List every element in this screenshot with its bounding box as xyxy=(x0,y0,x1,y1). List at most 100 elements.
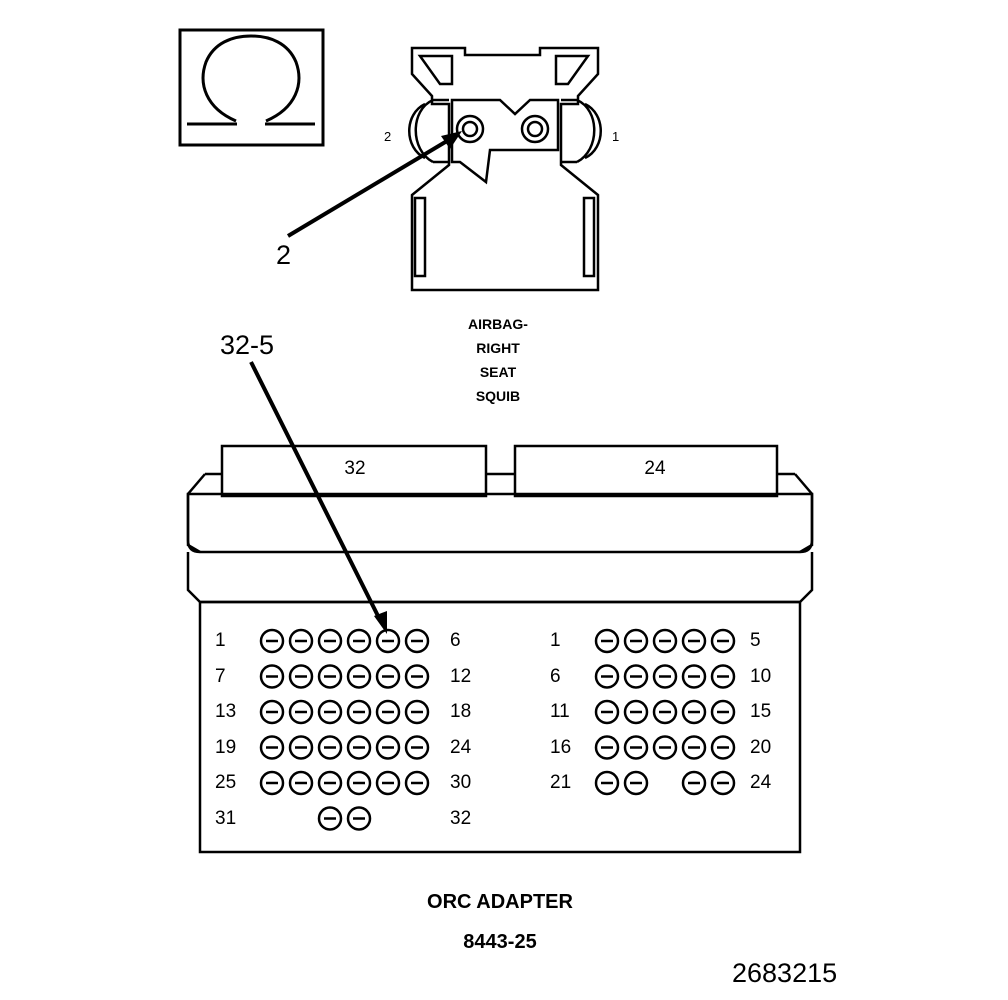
right-block-row-start-label: 6 xyxy=(550,665,561,687)
callout-label-32-5: 32-5 xyxy=(220,330,275,360)
left-block-row-start-label: 7 xyxy=(215,665,226,687)
right-block-row-end-label: 10 xyxy=(750,665,772,687)
left-block-row-start-label: 1 xyxy=(215,630,226,651)
squib-label-line-3: SEAT xyxy=(479,364,517,380)
right-block-pin xyxy=(681,664,707,689)
left-block-pin xyxy=(375,664,401,689)
orc-adapter-body xyxy=(186,444,814,854)
right-block-pin xyxy=(594,664,620,689)
left-block-pin xyxy=(375,699,401,725)
callout-32-5-leader xyxy=(249,361,387,634)
left-pin-block xyxy=(259,628,430,831)
squib-label-line-4: SQUIB xyxy=(475,388,521,404)
right-block-pin xyxy=(623,664,649,689)
left-tab-label: 32 xyxy=(344,458,366,479)
left-block-row-end-label: 6 xyxy=(450,630,461,651)
left-block-row-end-label: 12 xyxy=(450,665,472,687)
left-block-pin xyxy=(259,699,285,725)
right-block-pin xyxy=(594,770,620,796)
right-block-pin xyxy=(594,628,620,654)
right-block-pin xyxy=(623,699,649,725)
adapter-title: ORC ADAPTER xyxy=(427,891,573,913)
squib-label-line-1: AIRBAG- xyxy=(468,316,528,332)
left-block-pin xyxy=(346,664,372,689)
right-pin-block xyxy=(594,628,736,796)
squib-label-line-2: RIGHT xyxy=(476,340,520,356)
right-block-pin xyxy=(681,699,707,725)
squib-pin-1 xyxy=(520,114,550,144)
left-block-row-start-label: 25 xyxy=(215,772,237,793)
right-block-row-start-label: 16 xyxy=(550,736,572,758)
right-tab-label: 24 xyxy=(644,458,666,479)
left-block-pin xyxy=(288,699,314,725)
right-block-pin xyxy=(681,628,707,654)
left-block-pin xyxy=(288,735,314,760)
left-block-pin xyxy=(404,770,430,796)
left-block-pin xyxy=(404,664,430,689)
right-block-row-start-label: 11 xyxy=(550,701,570,722)
left-block-pin xyxy=(404,735,430,760)
left-block-pin xyxy=(346,699,372,725)
left-block-pin xyxy=(317,735,343,760)
left-block-pin xyxy=(375,628,401,654)
right-block-pin xyxy=(623,735,649,760)
left-block-pin xyxy=(375,735,401,760)
callout-2-leader xyxy=(286,131,462,238)
left-block-row-end-label: 30 xyxy=(450,772,472,793)
ohm-symbol xyxy=(178,28,325,147)
right-block-row-end-label: 24 xyxy=(750,772,772,793)
left-block-row-start-label: 31 xyxy=(215,807,237,829)
left-block-row-end-label: 18 xyxy=(450,701,472,722)
squib-connector xyxy=(408,46,602,292)
right-block-pin xyxy=(594,735,620,760)
right-block-pin xyxy=(652,628,678,654)
right-block-pin xyxy=(623,628,649,654)
squib-pin-2 xyxy=(455,114,485,144)
left-block-pin xyxy=(346,735,372,760)
left-block-pin xyxy=(288,664,314,689)
right-block-row-end-label: 15 xyxy=(750,701,772,722)
left-block-pin xyxy=(346,806,372,831)
left-block-pin xyxy=(404,628,430,654)
left-block-pin xyxy=(259,735,285,760)
left-block-row-end-label: 32 xyxy=(450,807,472,829)
left-block-pin xyxy=(317,628,343,654)
right-block-row-start-label: 21 xyxy=(550,772,572,793)
squib-side-label-right: 1 xyxy=(612,129,620,144)
right-block-row-end-label: 20 xyxy=(750,736,772,758)
left-block-pin xyxy=(317,664,343,689)
right-block-pin xyxy=(710,664,736,689)
left-block-row-start-label: 19 xyxy=(215,736,237,758)
figure-number: 2683215 xyxy=(732,958,838,988)
right-block-pin xyxy=(710,770,736,796)
right-block-pin xyxy=(652,699,678,725)
left-block-pin xyxy=(375,770,401,796)
right-block-pin xyxy=(594,699,620,725)
right-block-pin xyxy=(623,770,649,796)
left-block-pin xyxy=(259,664,285,689)
left-block-pin xyxy=(259,770,285,796)
right-block-row-start-label: 1 xyxy=(550,630,561,651)
right-block-pin xyxy=(710,628,736,654)
right-block-row-end-label: 5 xyxy=(750,630,761,651)
right-block-pin xyxy=(710,735,736,760)
right-block-pin xyxy=(710,699,736,725)
adapter-part-number: 8443-25 xyxy=(463,931,537,953)
right-block-pin xyxy=(681,735,707,760)
left-block-pin xyxy=(288,628,314,654)
right-block-pin xyxy=(652,664,678,689)
squib-side-label-left: 2 xyxy=(384,129,392,144)
right-block-pin xyxy=(652,735,678,760)
left-block-row-end-label: 24 xyxy=(450,736,472,758)
left-block-pin xyxy=(404,699,430,725)
ohm-icon xyxy=(187,34,315,126)
left-block-pin xyxy=(317,699,343,725)
ohm-box xyxy=(178,28,325,147)
left-block-pin xyxy=(346,628,372,654)
left-block-pin xyxy=(317,806,343,831)
left-block-row-start-label: 13 xyxy=(215,701,237,722)
left-block-pin xyxy=(346,770,372,796)
left-block-pin xyxy=(317,770,343,796)
